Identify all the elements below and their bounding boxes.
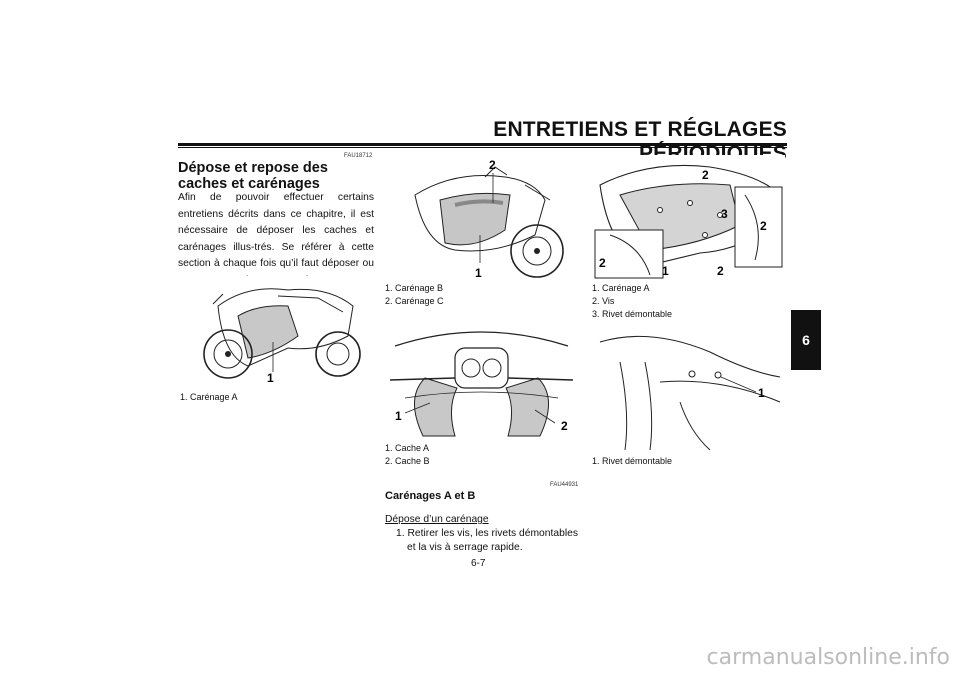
section-title: Dépose et repose des caches et carénages (178, 160, 328, 192)
fig4-callout-2-left: 2 (599, 256, 606, 270)
header-rule (178, 143, 787, 146)
figure-carenage-a: 1 (178, 276, 374, 385)
fig4-callout-2-right: 2 (760, 219, 767, 233)
chapter-tab: 6 (791, 310, 821, 370)
procedure-title: Dépose d’un carénage (385, 514, 489, 525)
section-body: Afin de pouvoir effectuer certains entre… (178, 192, 374, 286)
fig2-callout-1: 1 (475, 266, 482, 280)
fig3-caption-1: 1. Cache A (385, 443, 430, 453)
fig1-callout-1: 1 (267, 371, 274, 385)
section-code: FAU18712 (344, 153, 373, 159)
fig3-callout-2: 2 (561, 419, 568, 433)
step-1-continued: et la vis à serrage rapide. (407, 542, 523, 553)
fig4-callout-2-top: 2 (702, 168, 709, 182)
figure-carenage-b-c: 2 1 (385, 155, 578, 280)
fig4-callout-3: 3 (721, 207, 728, 221)
fig4-callout-2-bottom: 2 (717, 264, 724, 278)
watermark: carmanualsonline.info (706, 645, 950, 670)
fig2-caption-2: 2. Carénage C (385, 296, 444, 306)
fig4-caption-1: 1. Carénage A (592, 283, 650, 293)
fig4-callout-1: 1 (662, 264, 669, 278)
figure-caches: 1 2 (385, 318, 578, 440)
subsection-title: Carénages A et B (385, 490, 476, 502)
fig5-callout-1: 1 (758, 386, 765, 400)
fig4-caption-3: 3. Rivet démontable (592, 309, 673, 319)
fig2-callout-2: 2 (489, 158, 496, 172)
fig2-caption-1: 1. Carénage B (385, 283, 444, 293)
fig4-caption-2: 2. Vis (592, 296, 615, 306)
fig1-caption: 1. Carénage A (180, 392, 238, 402)
step-1: 1. Retirer les vis, les rivets démontabl… (396, 528, 578, 539)
page-number: 6-7 (471, 558, 486, 569)
figure-carenage-vis: 2 3 2 2 1 2 (590, 155, 785, 280)
fig3-caption-2: 2. Cache B (385, 456, 430, 466)
fig5-caption: 1. Rivet démontable (592, 456, 673, 466)
subsection-code: FAU44931 (550, 482, 579, 488)
fig3-callout-1: 1 (395, 409, 402, 423)
figure-rivet: 1 (590, 322, 785, 451)
header-rule-thin (178, 147, 787, 148)
